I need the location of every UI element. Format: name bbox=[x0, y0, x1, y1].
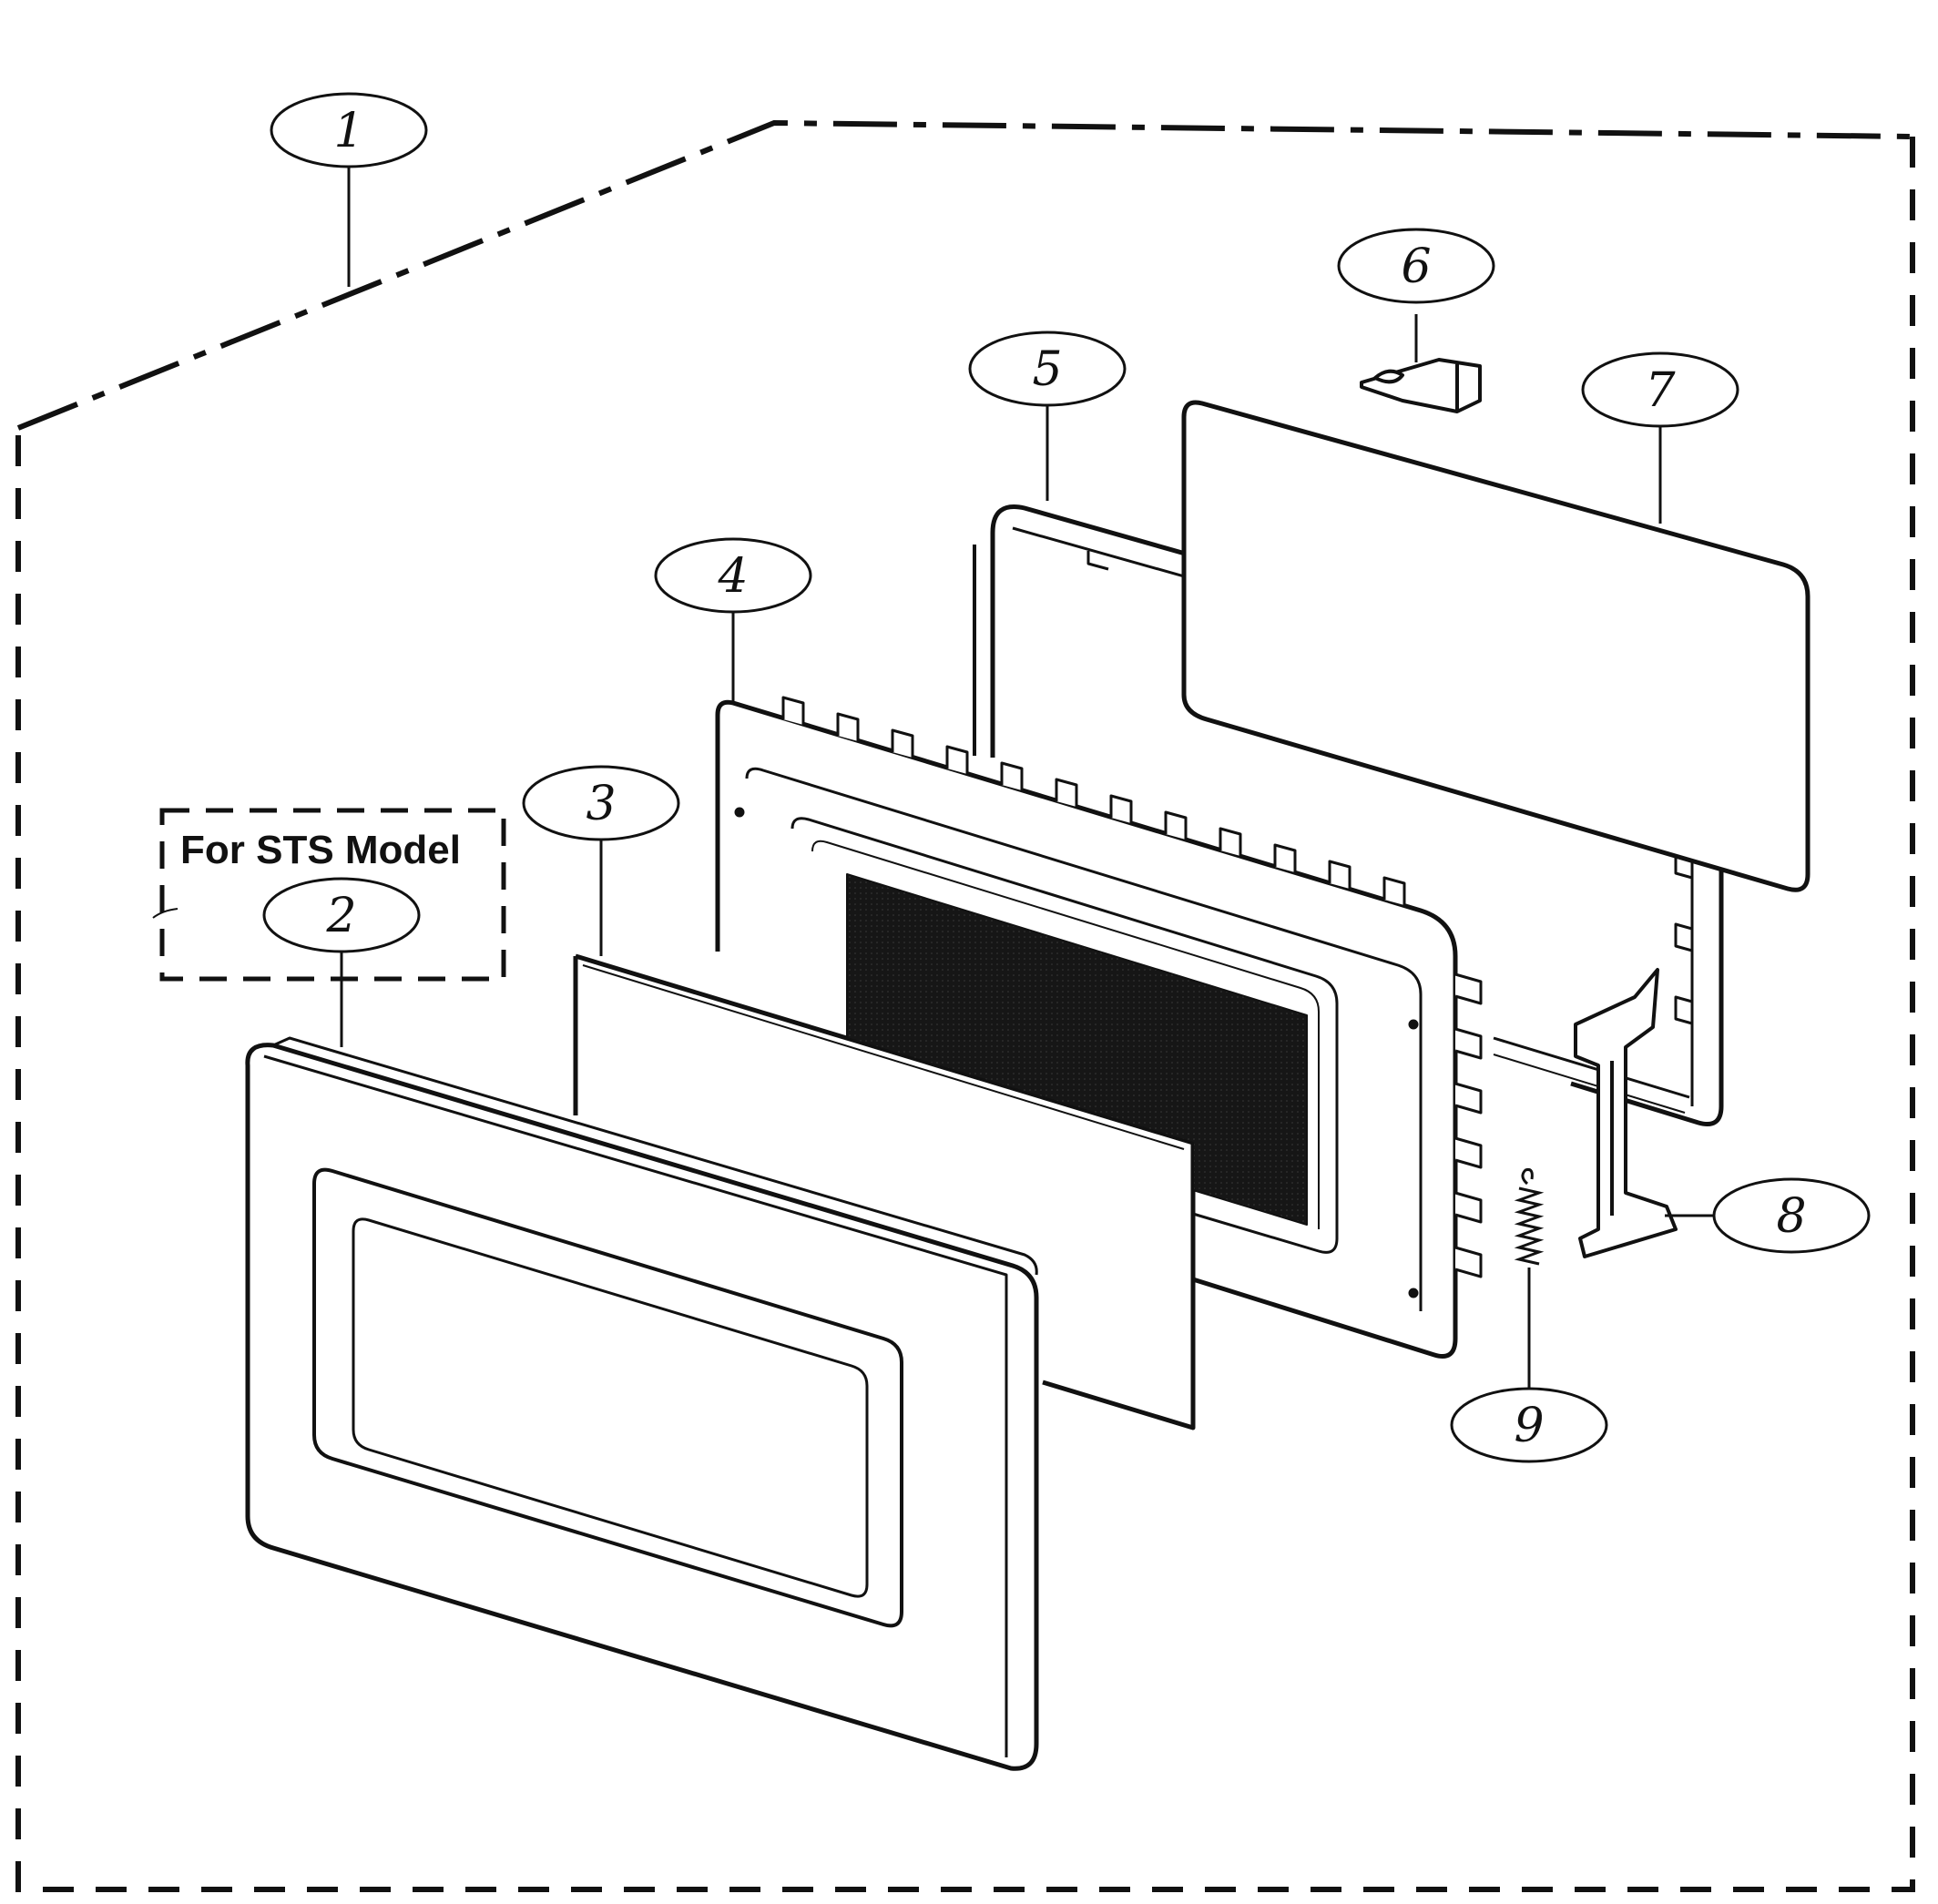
assembly-boundary bbox=[15, 119, 1915, 1892]
part-4-top-tabs bbox=[781, 696, 1406, 905]
leader-lines bbox=[340, 167, 1717, 1398]
callout-8: 8 bbox=[1712, 1177, 1871, 1254]
callout-7-label: 7 bbox=[1645, 363, 1676, 418]
callout-6: 6 bbox=[1337, 228, 1495, 304]
callout-9-label: 9 bbox=[1514, 1399, 1544, 1453]
part-6-clip bbox=[1360, 358, 1482, 413]
callout-2-label: 2 bbox=[325, 889, 356, 943]
callout-1-label: 1 bbox=[333, 104, 363, 158]
callout-7: 7 bbox=[1581, 351, 1739, 428]
part-4-inner-door bbox=[715, 696, 1483, 1359]
callout-4: 4 bbox=[654, 537, 812, 614]
part-7-cover-plate bbox=[1181, 400, 1810, 892]
part-4-side-tabs bbox=[1454, 972, 1483, 1278]
callout-4-label: 4 bbox=[717, 549, 748, 604]
callout-3-label: 3 bbox=[586, 777, 616, 831]
callout-6-label: 6 bbox=[1401, 239, 1431, 294]
callout-9: 9 bbox=[1450, 1387, 1608, 1463]
part-9-spring bbox=[1514, 1168, 1545, 1286]
callout-5-label: 5 bbox=[1032, 342, 1062, 397]
part-2-door-frame bbox=[245, 1036, 1039, 1771]
callout-2: 2 bbox=[262, 877, 421, 953]
callout-3: 3 bbox=[522, 765, 680, 841]
part-8-latch-hook bbox=[1574, 968, 1678, 1258]
sts-model-note: For STS Model bbox=[152, 808, 506, 982]
callout-8-label: 8 bbox=[1776, 1189, 1806, 1244]
callout-1: 1 bbox=[270, 92, 428, 168]
model-note-text: For STS Model bbox=[180, 828, 461, 872]
callout-5: 5 bbox=[968, 331, 1127, 407]
